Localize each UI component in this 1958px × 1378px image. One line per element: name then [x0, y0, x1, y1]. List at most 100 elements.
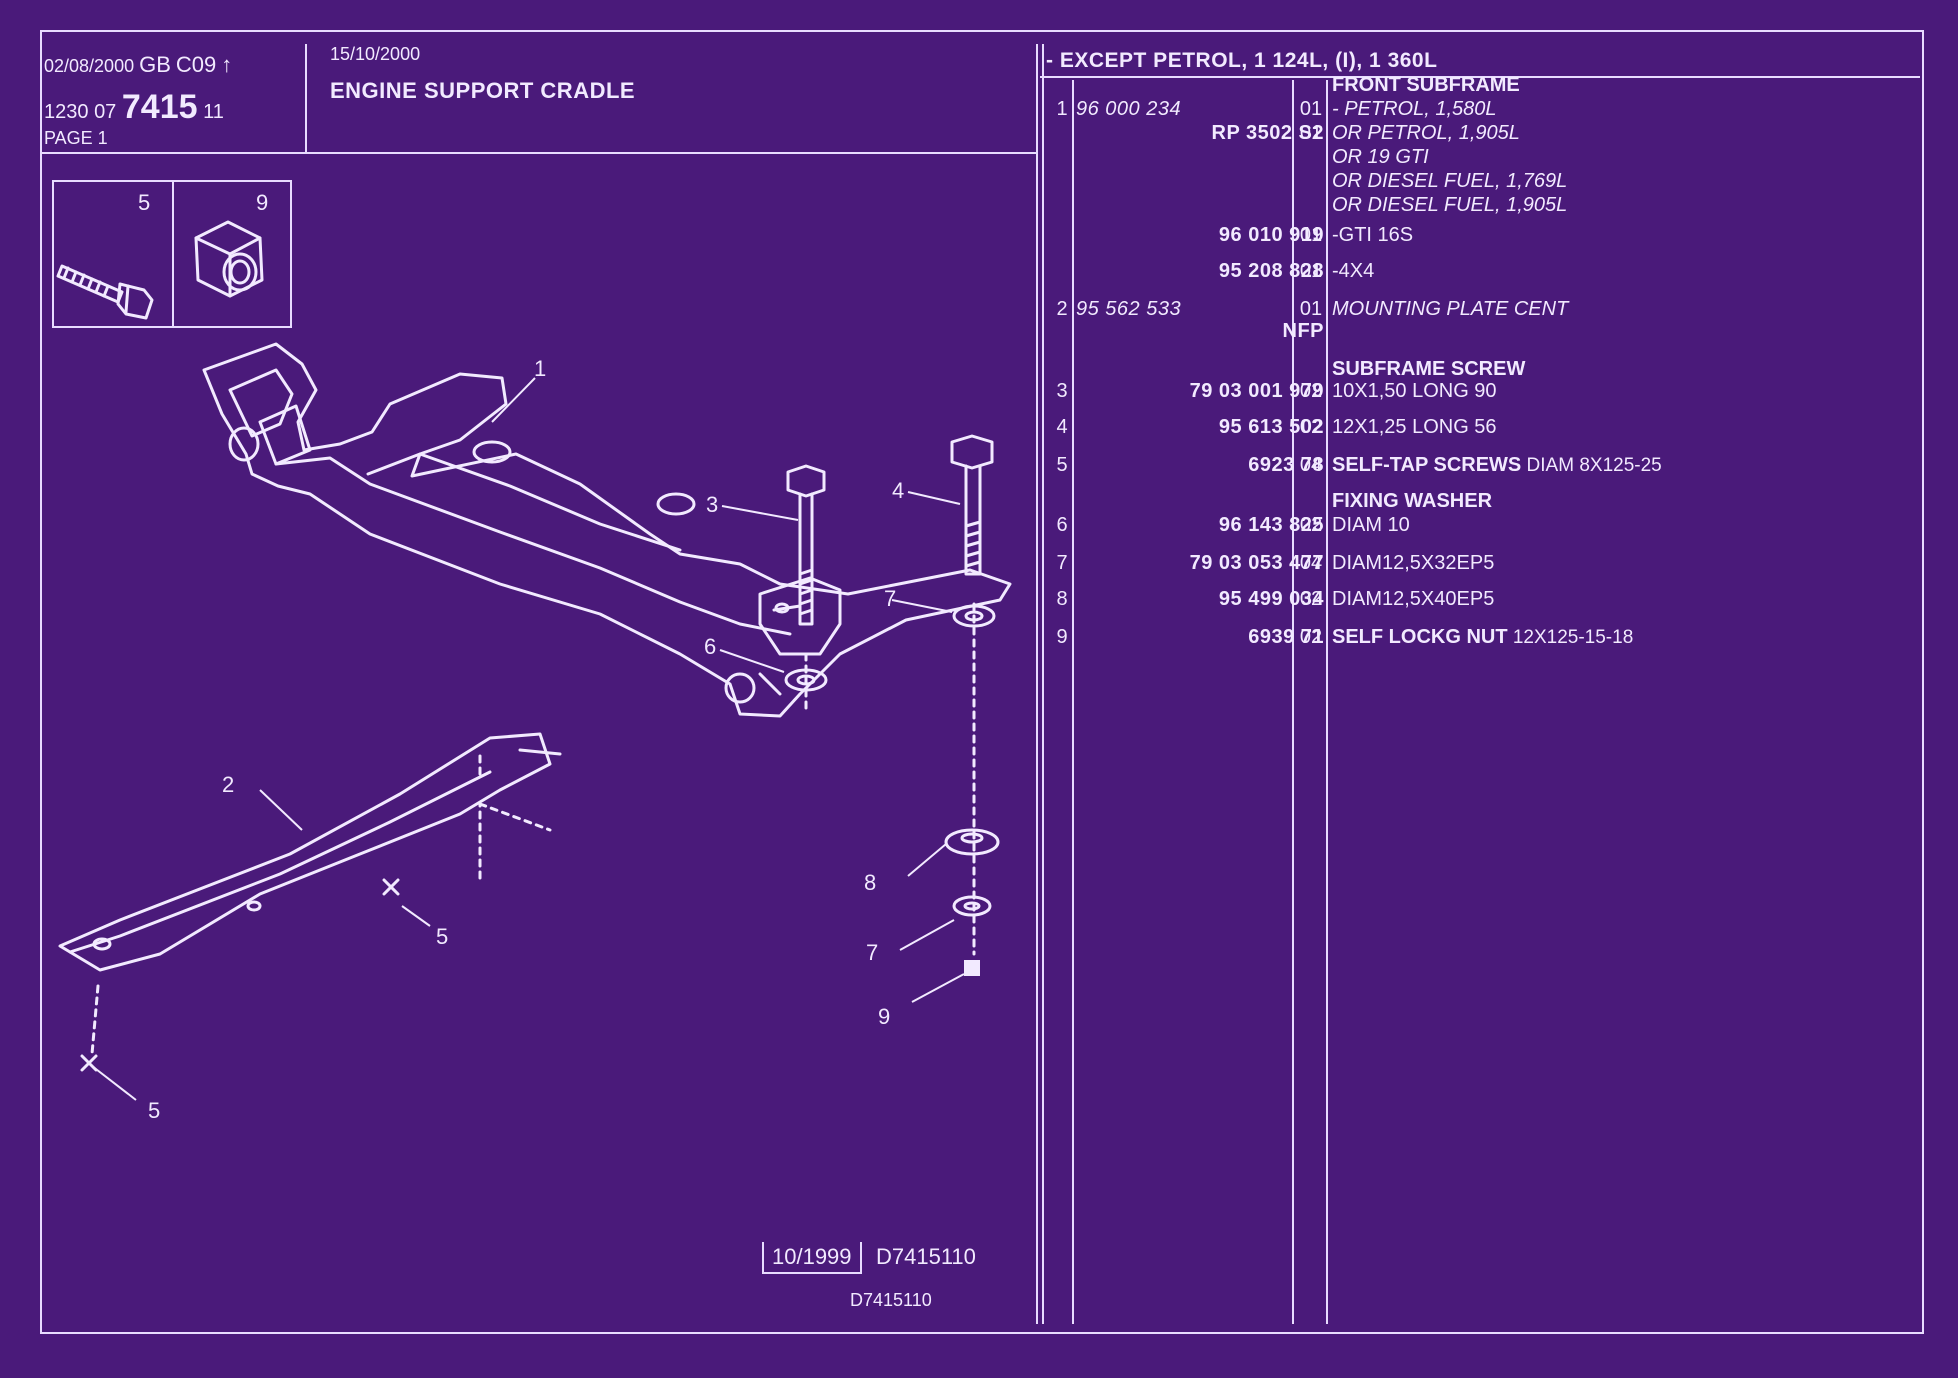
part-number: 96 143 825 [1218, 514, 1324, 536]
part-number: 96 000 234 [1076, 98, 1182, 120]
quantity: 02 [1299, 588, 1323, 610]
part-number: 95 499 034 [1218, 588, 1324, 610]
item-index: 1 [1056, 98, 1068, 120]
header-page: PAGE 1 [44, 128, 108, 148]
part-description: - PETROL, 1,580L [1332, 98, 1497, 120]
part-description: SUBFRAME SCREW [1332, 358, 1526, 380]
item-index: 4 [1056, 416, 1068, 438]
column-divider [1326, 80, 1328, 1324]
part-number: 95 562 533 [1076, 298, 1182, 320]
part-description: OR PETROL, 1,905L [1332, 122, 1520, 144]
washer-7-bottom [952, 895, 992, 917]
part-number: 96 010 919 [1218, 224, 1324, 246]
part-number: 95 208 828 [1218, 260, 1324, 282]
quantity: 04 [1299, 454, 1323, 476]
nut-9 [964, 960, 980, 976]
callout-1: 1 [534, 356, 546, 381]
table-row: FIXING WASHER [1040, 490, 1920, 514]
part-number: NFP [1282, 320, 1324, 342]
header-line-2: 1230 07 7415 11 [44, 88, 224, 127]
part-description: OR DIESEL FUEL, 1,769L [1332, 170, 1568, 192]
fastener-legend: 5 9 [52, 180, 292, 328]
quantity: 02 [1299, 626, 1323, 648]
header-line-1: 02/08/2000 GB C09 ↑ [44, 52, 232, 78]
part-description: -GTI 16S [1332, 224, 1414, 246]
table-row: OR DIESEL FUEL, 1,769L [1040, 170, 1920, 194]
section-divider [1036, 44, 1044, 1324]
part-number: 79 03 001 979 [1189, 380, 1324, 402]
part-number: 79 03 053 477 [1189, 552, 1324, 574]
table-row: FRONT SUBFRAME [1040, 74, 1920, 98]
legend-label-nut: 9 [256, 190, 269, 215]
header-date: 02/08/2000 [44, 56, 135, 76]
part-description: OR DIESEL FUEL, 1,905L [1332, 194, 1568, 216]
header-box: 02/08/2000 GB C09 ↑ 1230 07 7415 11 PAGE… [40, 44, 307, 154]
leader-lines [91, 377, 965, 1101]
callout-4: 4 [892, 478, 904, 503]
quantity: 04 [1299, 552, 1323, 574]
quantity: 01 [1299, 260, 1323, 282]
up-arrow-icon: ↑ [221, 52, 233, 77]
part-description: FIXING WASHER [1332, 490, 1493, 512]
part-description: SELF-TAP SCREWS DIAM 8X125-25 [1332, 454, 1662, 476]
header-suffix: 11 [203, 101, 224, 123]
item-index: 5 [1056, 454, 1068, 476]
quantity: 02 [1299, 416, 1323, 438]
quantity: 02 [1299, 380, 1323, 402]
parts-sheet-border [40, 30, 1924, 1334]
part-number: 95 613 502 [1218, 416, 1324, 438]
callout-9: 9 [878, 1004, 890, 1029]
callout-3: 3 [706, 492, 718, 517]
screw-5-marker-a [382, 752, 552, 896]
washer-8 [944, 828, 1000, 856]
legend-label-screw: 5 [138, 190, 151, 215]
part-number: 6939 71 [1248, 626, 1324, 648]
part-description: OR 19 GTI [1332, 146, 1429, 168]
callout-7a: 7 [884, 586, 896, 611]
header-lang: GB [139, 52, 171, 77]
hex-nut-icon [194, 220, 264, 298]
header-sub: 07 [94, 101, 117, 123]
part-number: RP 3502 S2 [1211, 122, 1324, 144]
item-index: 7 [1056, 552, 1068, 574]
item-index: 9 [1056, 626, 1068, 648]
screw-5-marker-b [80, 984, 100, 1072]
part-number: 6923 78 [1248, 454, 1324, 476]
callout-8: 8 [864, 870, 876, 895]
table-row: OR 19 GTI [1040, 146, 1920, 170]
column-divider [1072, 80, 1074, 1324]
title-date: 15/10/2000 [330, 44, 421, 64]
part-description: FRONT SUBFRAME [1332, 74, 1520, 96]
quantity: 01 [1299, 224, 1323, 246]
exploded-view-drawing: 1 2 3 4 5 5 6 7 7 8 9 [58, 342, 1012, 1123]
part-description: -4X4 [1332, 260, 1375, 282]
callout-2: 2 [222, 772, 234, 797]
header-group: 1230 [44, 101, 89, 123]
part-description: DIAM12,5X40EP5 [1332, 588, 1495, 610]
part-spec: DIAM 8X125-25 [1521, 455, 1662, 476]
part-description: 12X1,25 LONG 56 [1332, 416, 1497, 438]
table-heading: - EXCEPT PETROL, 1 124L, (I), 1 360L [1040, 44, 1920, 78]
item-index: 2 [1056, 298, 1068, 320]
part-description: 10X1,50 LONG 90 [1332, 380, 1497, 402]
table-row: NFP [1040, 320, 1920, 344]
parts-list-table: - EXCEPT PETROL, 1 124L, (I), 1 360L FRO… [1040, 44, 1920, 1324]
part-description: DIAM 10 [1332, 514, 1410, 536]
screw-icon [56, 264, 154, 320]
part-description: MOUNTING PLATE CENT [1332, 298, 1569, 320]
washer-7-top [952, 604, 996, 628]
item-index: 8 [1056, 588, 1068, 610]
column-divider [1292, 80, 1294, 1324]
table-row: OR DIESEL FUEL, 1,905L [1040, 194, 1920, 218]
callout-6: 6 [704, 634, 716, 659]
part-description: DIAM12,5X32EP5 [1332, 552, 1495, 574]
drawing-reference: D7415110 [876, 1244, 976, 1269]
